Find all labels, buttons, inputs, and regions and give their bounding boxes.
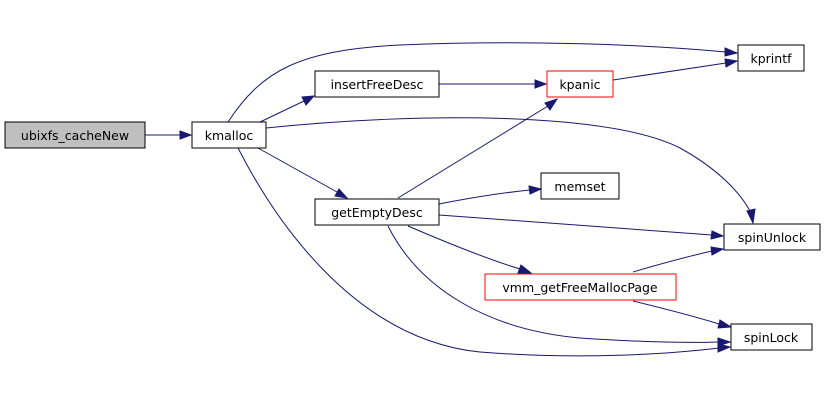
- edge-kmalloc-getEmptyDesc: [257, 147, 349, 199]
- node-spinLock[interactable]: spinLock: [730, 323, 813, 351]
- edge-ubixfs_cacheNew-kmalloc: [145, 130, 193, 140]
- node-label-spinLock: spinLock: [744, 330, 799, 345]
- node-getEmptyDesc[interactable]: getEmptyDesc: [314, 198, 440, 226]
- edge-vmm_getFreeMallocPage-spinLock: [632, 300, 733, 329]
- node-label-kprintf: kprintf: [750, 51, 792, 66]
- node-insertFreeDesc[interactable]: insertFreeDesc: [314, 70, 440, 98]
- node-kmalloc[interactable]: kmalloc: [191, 121, 267, 149]
- nodes-layer: ubixfs_cacheNew kmalloc insertFreeDesc g…: [4, 44, 821, 351]
- node-vmm_getFreeMallocPage[interactable]: vmm_getFreeMallocPage: [484, 273, 677, 301]
- edge-kmalloc-insertFreeDesc: [257, 95, 316, 124]
- node-label-memset: memset: [554, 179, 605, 194]
- node-memset[interactable]: memset: [540, 172, 620, 200]
- node-label-spinUnlock: spinUnlock: [738, 230, 807, 245]
- edge-kmalloc-spinLock: [237, 147, 732, 357]
- node-label-insertFreeDesc: insertFreeDesc: [331, 77, 424, 92]
- edge-getEmptyDesc-memset: [438, 185, 543, 205]
- node-label-kmalloc: kmalloc: [205, 128, 254, 143]
- node-kprintf[interactable]: kprintf: [737, 44, 805, 72]
- node-label-ubixfs_cacheNew: ubixfs_cacheNew: [21, 128, 129, 143]
- node-spinUnlock[interactable]: spinUnlock: [723, 223, 821, 251]
- node-kpanic[interactable]: kpanic: [546, 70, 614, 98]
- edge-getEmptyDesc-spinUnlock: [438, 214, 725, 240]
- node-label-getEmptyDesc: getEmptyDesc: [331, 205, 423, 220]
- node-ubixfs_cacheNew[interactable]: ubixfs_cacheNew: [4, 121, 146, 149]
- edge-kmalloc-spinUnlock: [265, 117, 756, 225]
- edge-vmm_getFreeMallocPage-spinUnlock: [632, 246, 725, 273]
- edge-kpanic-kprintf: [612, 58, 739, 81]
- edge-getEmptyDesc-spinLock: [387, 225, 732, 347]
- node-label-kpanic: kpanic: [559, 77, 600, 92]
- node-label-vmm_getFreeMallocPage: vmm_getFreeMallocPage: [502, 280, 658, 295]
- edge-kmalloc-kprintf: [227, 42, 739, 123]
- edge-insertFreeDesc-kpanic: [439, 79, 548, 89]
- edge-getEmptyDesc-kpanic: [397, 98, 559, 199]
- edges-layer: [145, 42, 756, 357]
- edge-getEmptyDesc-vmm_getFreeMallocPage: [407, 225, 533, 274]
